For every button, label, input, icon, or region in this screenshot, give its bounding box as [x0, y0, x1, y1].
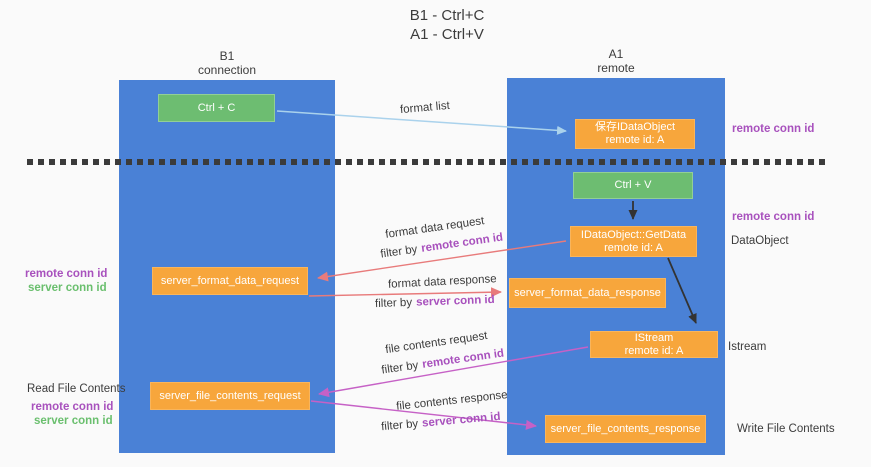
dataobject-label: DataObject	[731, 235, 789, 247]
title-line-2: A1 - Ctrl+V	[410, 26, 484, 43]
right-column-role: remote	[597, 61, 635, 75]
server-file-contents-response-label: server_file_contents_response	[550, 422, 701, 435]
getdata-node: IDataObject::GetData remote id: A	[570, 226, 697, 257]
filter-by-text: filter by	[374, 296, 413, 311]
format-data-response-label: format data response	[387, 273, 497, 291]
server-conn-id-text: server conn id	[415, 293, 495, 309]
format-list-label: format list	[399, 99, 451, 117]
save-dataobject-node: 保存IDataObject remote id: A	[575, 119, 695, 149]
remote-conn-id-text: remote conn id	[421, 347, 505, 371]
left-column-header: B1 connection	[119, 49, 335, 77]
title-line-1: B1 - Ctrl+C	[409, 7, 485, 24]
right-column-header: A1 remote	[507, 47, 725, 75]
server-conn-id-text: server conn id	[421, 410, 501, 430]
ctrl-v-node: Ctrl + V	[573, 172, 693, 199]
filter-by-text: filter by	[380, 359, 420, 377]
right-remote-conn-id-mid: remote conn id	[732, 211, 815, 223]
filter-by-text: filter by	[379, 243, 419, 261]
istream-label: IStream	[634, 331, 674, 344]
diagram-title: B1 - Ctrl+C A1 - Ctrl+V	[410, 6, 485, 44]
right-column-name: A1	[608, 47, 624, 61]
right-remote-conn-id-top: remote conn id	[732, 123, 815, 135]
machine-boundary-dashed-line	[27, 159, 830, 165]
getdata-label: IDataObject::GetData	[580, 228, 687, 241]
write-file-contents-label: Write File Contents	[737, 423, 835, 435]
server-format-data-response-node: server_format_data_response	[509, 278, 666, 308]
file-contents-response-label: file contents response	[395, 389, 509, 413]
getdata-remote-id: remote id: A	[604, 241, 663, 254]
ctrl-c-node: Ctrl + C	[158, 94, 275, 122]
istream-remote-id: remote id: A	[624, 344, 684, 357]
left-remote-conn-id-bottom: remote conn id	[31, 401, 114, 413]
left-column-name: B1	[219, 49, 235, 63]
server-file-contents-request-label: server_file_contents_request	[159, 389, 301, 402]
server-format-data-request-label: server_format_data_request	[160, 274, 300, 287]
istream-node: IStream remote id: A	[590, 331, 718, 358]
ctrl-c-label: Ctrl + C	[197, 101, 236, 114]
ctrl-v-label: Ctrl + V	[614, 179, 652, 191]
server-format-data-response-label: server_format_data_response	[514, 286, 661, 299]
save-dataobject-remote-id: remote id: A	[605, 134, 665, 146]
filter-by-text: filter by	[380, 418, 419, 434]
read-file-contents-label: Read File Contents	[27, 383, 126, 395]
server-format-data-request-node: server_format_data_request	[152, 267, 308, 295]
left-server-conn-id-top: server conn id	[28, 282, 107, 294]
istream-side-label: Istream	[728, 341, 767, 353]
server-file-contents-response-node: server_file_contents_response	[545, 415, 706, 443]
server-file-contents-request-node: server_file_contents_request	[150, 382, 310, 410]
save-dataobject-label: 保存IDataObject	[594, 121, 676, 133]
left-server-conn-id-bottom: server conn id	[34, 415, 113, 427]
left-remote-conn-id-top: remote conn id	[25, 268, 108, 280]
left-column-role: connection	[197, 63, 257, 77]
remote-conn-id-text: remote conn id	[420, 231, 504, 255]
